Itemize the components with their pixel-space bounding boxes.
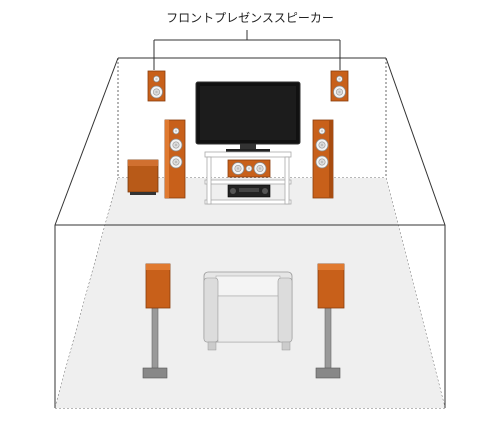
room-ceiling-outline <box>54 57 446 226</box>
front-left-speaker <box>164 119 186 199</box>
surround-right-speaker <box>315 263 345 379</box>
front-presence-speakers-label: フロントプレゼンススピーカー <box>166 11 334 25</box>
front-presence-right-speaker <box>330 70 349 102</box>
tv-rack <box>204 151 292 205</box>
callout-bracket <box>153 30 341 70</box>
front-right-speaker <box>312 119 334 199</box>
subwoofer <box>127 159 159 195</box>
armchair <box>203 271 293 351</box>
front-presence-left-speaker <box>147 70 166 102</box>
tv <box>195 81 301 152</box>
room-front-outline <box>54 224 446 408</box>
av-receiver <box>227 184 271 198</box>
surround-left-speaker <box>142 263 171 379</box>
center-speaker <box>227 159 271 178</box>
